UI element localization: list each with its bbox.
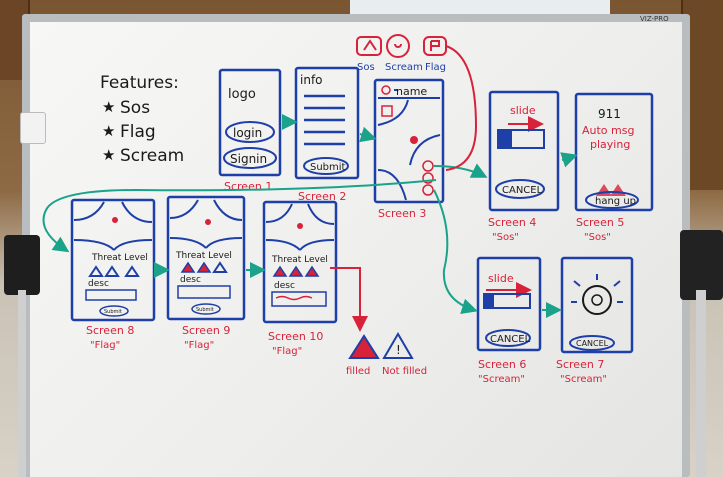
svg-text:Threat Level: Threat Level — [175, 251, 232, 261]
screen-6-caption: Screen 6 — [478, 358, 526, 371]
svg-text:desc: desc — [274, 281, 295, 291]
screen-7-caption: Screen 7 — [556, 358, 604, 371]
screen-5: 911 Auto msg playing hang up Screen 5 "S… — [574, 92, 654, 243]
window — [350, 0, 610, 14]
svg-text:info: info — [300, 73, 323, 87]
legend: filled ! Not filled — [346, 332, 427, 377]
features-list: Features: ★ Sos ★ Flag ★ Scream — [100, 73, 184, 166]
stand-right — [680, 230, 723, 300]
svg-text:name: name — [396, 85, 427, 98]
legend-filled: filled — [346, 366, 370, 377]
screen-4: slide CANCEL Screen 4 "Sos" — [488, 90, 560, 243]
screen-8: Threat Level desc Submit Screen 8 "Flag" — [70, 198, 156, 351]
feature-flag: Flag — [120, 122, 156, 142]
feature-scream: Scream — [120, 146, 184, 166]
svg-text:★: ★ — [102, 122, 115, 140]
screen-10-tag: "Flag" — [272, 346, 302, 357]
svg-text:Signin: Signin — [230, 152, 267, 166]
screen-4-tag: "Sos" — [492, 232, 519, 243]
screen-4-caption: Screen 4 — [488, 216, 536, 229]
svg-text:911: 911 — [598, 107, 621, 121]
stand-left — [4, 235, 40, 295]
scream-icon — [386, 34, 410, 58]
screen-3-caption: Screen 3 — [378, 207, 426, 220]
svg-text:★: ★ — [102, 146, 115, 164]
top-icon-label-scream: Scream — [385, 62, 423, 73]
top-icons — [356, 34, 447, 58]
screen-7-tag: "Scream" — [560, 374, 607, 385]
svg-text:desc: desc — [88, 279, 109, 289]
screen-9-tag: "Flag" — [184, 340, 214, 351]
screen-2: info Submit Screen 2 — [294, 66, 360, 203]
sos-icon — [356, 36, 382, 56]
flow-arrows — [42, 45, 578, 332]
screen-2-caption: Screen 2 — [298, 190, 346, 203]
svg-text:slide: slide — [510, 104, 536, 117]
empty-triangle-icon — [382, 332, 414, 359]
svg-text:hang up: hang up — [595, 196, 636, 207]
whiteboard-surface — [30, 22, 682, 477]
svg-text:CANCEL: CANCEL — [576, 339, 609, 348]
screen-6-tag: "Scream" — [478, 374, 525, 385]
svg-text:playing: playing — [590, 138, 630, 151]
screen-1-caption: Screen 1 — [224, 180, 272, 193]
svg-text:Auto msg: Auto msg — [582, 124, 634, 137]
svg-text:slide: slide — [488, 272, 514, 285]
svg-text:desc: desc — [180, 275, 201, 285]
svg-text:Threat Level: Threat Level — [271, 255, 328, 265]
svg-text:★: ★ — [102, 98, 115, 116]
board-brand: VIZ-PRO — [640, 15, 669, 23]
screen-10: Threat Level desc Screen 10 "Flag" — [262, 200, 338, 357]
filled-triangle-icon — [348, 334, 380, 359]
top-icon-label-sos: Sos — [357, 62, 375, 73]
top-icon-label-flag: Flag — [425, 62, 446, 73]
svg-text:Submit: Submit — [104, 309, 122, 315]
svg-text:Submit: Submit — [310, 162, 346, 173]
screen-8-tag: "Flag" — [90, 340, 120, 351]
screen-10-caption: Screen 10 — [268, 330, 323, 343]
svg-text:logo: logo — [228, 87, 256, 102]
pole-left — [18, 290, 26, 477]
pole-right — [696, 290, 706, 477]
screen-5-tag: "Sos" — [584, 232, 611, 243]
screen-9-caption: Screen 9 — [182, 324, 230, 337]
screen-6: slide CANCEL Screen 6 "Scream" — [476, 256, 542, 385]
eraser-clip — [20, 112, 46, 144]
svg-text:CANCEL: CANCEL — [490, 334, 531, 345]
screen-7: CANCEL Screen 7 "Scream" — [556, 256, 634, 385]
screen-8-caption: Screen 8 — [86, 324, 134, 337]
svg-text:!: ! — [396, 343, 401, 357]
svg-text:CANCEL: CANCEL — [502, 185, 543, 196]
legend-not-filled: Not filled — [382, 366, 427, 377]
svg-text:Threat Level: Threat Level — [91, 253, 148, 263]
screen-5-caption: Screen 5 — [576, 216, 624, 229]
svg-text:Submit: Submit — [196, 307, 214, 313]
features-heading: Features: — [100, 73, 179, 93]
feature-sos: Sos — [120, 98, 150, 118]
screen-9: Threat Level desc Submit Screen 9 "Flag" — [166, 195, 246, 351]
screen-3: name Screen 3 — [373, 78, 445, 220]
screen-1: logo login Signin Screen 1 — [218, 68, 282, 193]
svg-text:login: login — [233, 126, 262, 140]
